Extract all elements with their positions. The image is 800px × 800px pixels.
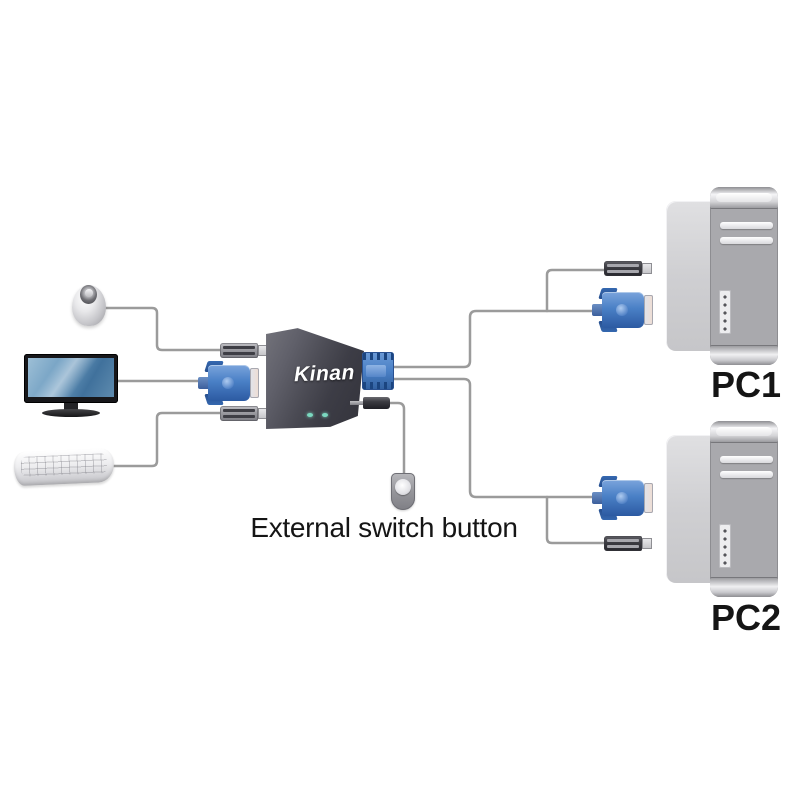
kvm-to-pc2-cable — [392, 377, 594, 499]
kinan-brand-logo: Kinan — [293, 361, 356, 387]
front-ports — [719, 524, 731, 568]
switch-button-label: External switch button — [250, 512, 518, 543]
usb-connector-icon — [604, 261, 652, 276]
switch-button-icon — [391, 473, 415, 510]
vga-connector-icon — [592, 288, 654, 332]
optical-drive-slot — [720, 237, 773, 244]
vga-connector-icon — [198, 361, 260, 405]
monitor-screen — [28, 358, 114, 397]
usb-connector-icon — [220, 406, 268, 421]
kvm-to-pc1-cable — [392, 309, 594, 369]
optical-drive-slot — [720, 222, 773, 229]
pc1-tower-icon — [666, 187, 778, 365]
vga-connector-icon — [592, 476, 654, 520]
pc1-usb-branch-cable — [545, 268, 606, 313]
switch-button-cable — [387, 401, 406, 476]
pc1-label: PC1 — [710, 364, 782, 405]
monitor-icon — [24, 354, 118, 418]
pc2-tower-icon — [666, 421, 778, 597]
optical-drive-slot — [720, 456, 773, 463]
usb-connector-icon — [604, 536, 652, 551]
kvm-vga-port-icon — [362, 352, 394, 390]
keyboard-cable — [111, 411, 222, 468]
front-ports — [719, 290, 731, 334]
mouse-icon — [72, 285, 106, 326]
pc2-label: PC2 — [710, 597, 782, 638]
keyboard-icon — [13, 447, 115, 487]
audio-jack-icon — [350, 397, 390, 409]
port2-led — [322, 413, 328, 417]
port1-led — [307, 413, 313, 417]
pc2-usb-branch-cable — [545, 495, 606, 545]
usb-connector-icon — [220, 343, 268, 358]
optical-drive-slot — [720, 471, 773, 478]
mouse-cable — [104, 306, 222, 352]
